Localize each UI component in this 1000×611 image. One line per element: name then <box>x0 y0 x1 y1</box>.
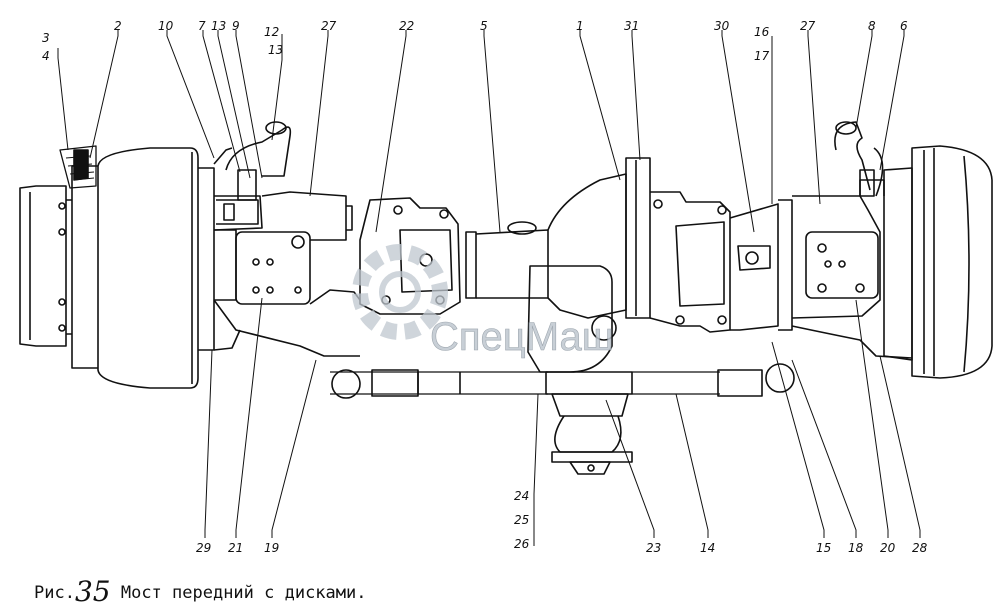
callout-3: 3 <box>42 31 50 45</box>
callout-22: 22 <box>399 19 414 33</box>
callout-27a: 27 <box>321 19 337 33</box>
callout-10: 10 <box>158 19 174 33</box>
caption-number: 35 <box>74 575 111 608</box>
callout-26: 26 <box>514 537 530 551</box>
callout-7: 7 <box>198 19 206 33</box>
left-steering-knuckle <box>198 121 292 351</box>
callout-15: 15 <box>816 541 831 555</box>
right-axle-housing <box>729 121 913 359</box>
callout-21: 21 <box>228 541 243 555</box>
callout-27b: 27 <box>800 19 816 33</box>
callout-20: 20 <box>880 541 896 555</box>
left-axle-housing <box>213 191 461 357</box>
differential-housing <box>465 157 731 475</box>
callout-13a: 13 <box>211 19 226 33</box>
callout-30: 30 <box>714 19 730 33</box>
callout-23: 23 <box>646 541 661 555</box>
callout-17: 17 <box>754 49 770 63</box>
callout-25: 25 <box>514 513 529 527</box>
watermark-logo: СпецМаш <box>352 244 614 359</box>
watermark-text: СпецМаш <box>430 315 614 359</box>
figure-caption: Рис.35 Мост передний с дисками. <box>34 572 367 608</box>
callout-13b: 13 <box>268 43 283 57</box>
callout-31: 31 <box>624 19 639 33</box>
left-wheel <box>19 145 199 389</box>
callout-24: 24 <box>514 489 529 503</box>
callout-1: 1 <box>576 19 584 33</box>
callout-2: 2 <box>114 19 122 33</box>
callout-labels: 3 4 2 10 7 13 9 12 13 27 22 5 1 31 30 16… <box>42 19 928 555</box>
callout-4: 4 <box>42 49 50 63</box>
leader-lines <box>57 30 921 546</box>
callout-16: 16 <box>754 25 770 39</box>
callout-14: 14 <box>700 541 715 555</box>
caption-text: Мост передний с дисками. <box>120 583 367 603</box>
callout-18: 18 <box>848 541 864 555</box>
callout-5: 5 <box>480 19 488 33</box>
callout-12: 12 <box>264 25 279 39</box>
callout-29: 29 <box>196 541 211 555</box>
callout-19: 19 <box>264 541 279 555</box>
callout-8: 8 <box>868 19 876 33</box>
caption-prefix: Рис. <box>34 583 75 603</box>
callout-9: 9 <box>232 19 240 33</box>
callout-6: 6 <box>900 19 908 33</box>
right-wheel <box>883 145 993 379</box>
tie-rod <box>330 363 795 399</box>
callout-28: 28 <box>912 541 928 555</box>
